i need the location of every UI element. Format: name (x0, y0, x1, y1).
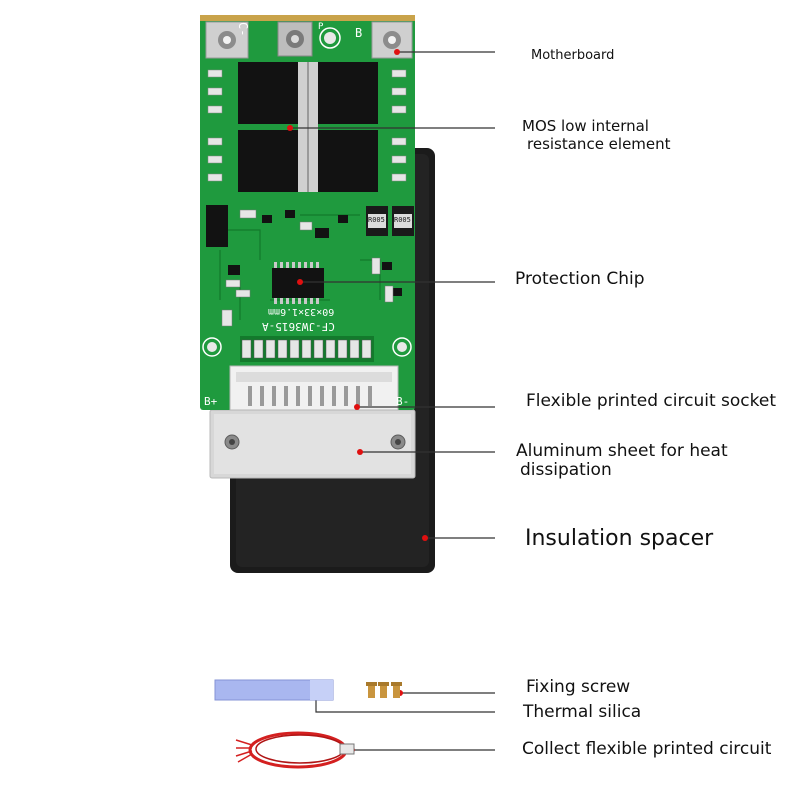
marking-b-plus: B+ (204, 395, 218, 408)
marking-b-top: B (355, 26, 363, 40)
mosfet-2 (318, 62, 378, 124)
marking-resistor-b: R005 (394, 216, 411, 224)
label-motherboard: Motherboard (531, 48, 615, 63)
label-protection-chip: Protection Chip (515, 269, 645, 289)
marking-model: CF-JW3615-A (262, 320, 335, 333)
marking-b-minus: B- (396, 395, 410, 408)
label-insulation-spacer: Insulation spacer (525, 526, 714, 551)
marking-c-minus: C- (236, 22, 250, 37)
pad-c-minus (205, 21, 249, 59)
label-thermal-silica: Thermal silica (523, 702, 642, 722)
collect-fpc-harness (235, 731, 355, 769)
label-aluminum-line2: dissipation (520, 460, 612, 480)
label-mos-line1: MOS low internal (522, 117, 649, 135)
label-aluminum-line1: Aluminum sheet for heat (516, 441, 728, 461)
mosfet-4 (318, 130, 378, 192)
fixing-screws (366, 682, 402, 698)
balance-resistor-row (240, 336, 374, 362)
label-fpc-socket: Flexible printed circuit socket (526, 391, 776, 411)
marking-resistor-a: R005 (368, 216, 385, 224)
label-mos-line2: resistance element (527, 135, 671, 153)
mosfet-1 (238, 62, 298, 124)
marking-p: P (318, 22, 324, 32)
marking-spec: 60×33×1.6mm (268, 306, 335, 317)
label-collect-fpc: Collect flexible printed circuit (522, 739, 772, 759)
mosfet-3 (238, 130, 298, 192)
label-fixing-screw: Fixing screw (526, 677, 631, 697)
